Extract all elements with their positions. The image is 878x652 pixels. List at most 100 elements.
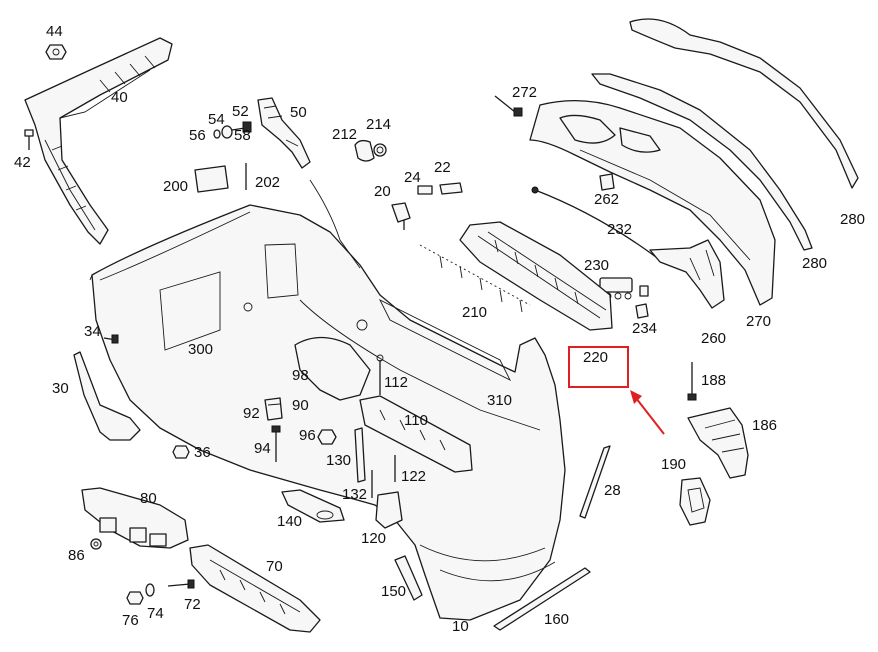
part-30-bracket[interactable] <box>73 351 141 441</box>
part-210-grille[interactable] <box>459 221 613 331</box>
part-36-screw[interactable] <box>172 445 190 459</box>
part-20-22-24-clips[interactable] <box>391 182 463 230</box>
part-130-bracket[interactable] <box>354 427 366 483</box>
callout-34[interactable]: 34 <box>84 323 101 340</box>
part-40-bracket[interactable] <box>24 37 173 245</box>
callout-130[interactable]: 130 <box>326 452 352 469</box>
callout-80[interactable]: 80 <box>140 490 157 507</box>
callout-200[interactable]: 200 <box>163 178 189 195</box>
callout-160[interactable]: 160 <box>544 611 570 628</box>
callout-140[interactable]: 140 <box>277 513 303 530</box>
callout-132[interactable]: 132 <box>342 486 368 503</box>
callout-58[interactable]: 58 <box>234 127 251 144</box>
part-220-line[interactable] <box>419 244 531 313</box>
callout-50[interactable]: 50 <box>290 104 307 121</box>
part-300-bumper-cover[interactable] <box>89 179 566 621</box>
callout-230[interactable]: 230 <box>584 257 610 274</box>
callout-56[interactable]: 56 <box>189 127 206 144</box>
callout-188[interactable]: 188 <box>701 372 727 389</box>
part-262-clip[interactable] <box>599 173 615 191</box>
part-270-diffuser[interactable] <box>529 100 776 306</box>
callout-202[interactable]: 202 <box>255 174 281 191</box>
callout-86[interactable]: 86 <box>68 547 85 564</box>
part-188-pin[interactable] <box>687 362 697 401</box>
part-96-nut[interactable] <box>317 429 337 445</box>
callout-220[interactable]: 220 <box>583 349 609 366</box>
callout-260[interactable]: 260 <box>701 330 727 347</box>
callout-96[interactable]: 96 <box>299 427 316 444</box>
callout-22[interactable]: 22 <box>434 159 451 176</box>
callout-24[interactable]: 24 <box>404 169 421 186</box>
part-90-92-bracket[interactable] <box>264 397 283 421</box>
highlight-arrow <box>630 390 665 435</box>
callout-94[interactable]: 94 <box>254 440 271 457</box>
callout-98[interactable]: 98 <box>292 367 309 384</box>
part-280-lower-trim[interactable] <box>591 73 813 251</box>
callout-300[interactable]: 300 <box>188 341 214 358</box>
part-190-cover[interactable] <box>679 477 711 526</box>
part-310-absorber[interactable] <box>294 336 371 401</box>
callout-272[interactable]: 272 <box>512 84 538 101</box>
callout-28[interactable]: 28 <box>604 482 621 499</box>
callout-120[interactable]: 120 <box>361 530 387 547</box>
callout-110[interactable]: 110 <box>404 412 428 429</box>
part-54-56-58-fasteners[interactable] <box>213 121 252 139</box>
callout-234[interactable]: 234 <box>632 320 658 337</box>
part-200-202-flap[interactable] <box>194 163 247 193</box>
callout-112[interactable]: 112 <box>384 374 408 391</box>
callout-10[interactable]: 10 <box>452 618 469 635</box>
part-120-132-bracket[interactable] <box>371 470 403 529</box>
part-50-bracket[interactable] <box>257 97 311 169</box>
part-230-sensor-bracket[interactable] <box>599 277 649 319</box>
callout-42[interactable]: 42 <box>14 154 31 171</box>
callout-186[interactable]: 186 <box>752 417 778 434</box>
part-34-screw[interactable] <box>103 334 119 344</box>
part-28-strip[interactable] <box>579 445 611 519</box>
part-110-reinforcement[interactable] <box>359 395 473 473</box>
callout-92[interactable]: 92 <box>243 405 260 422</box>
callout-270[interactable]: 270 <box>746 313 772 330</box>
part-280-upper-trim[interactable] <box>629 18 859 189</box>
callout-122[interactable]: 122 <box>401 468 427 485</box>
callout-74[interactable]: 74 <box>147 605 164 622</box>
callout-190[interactable]: 190 <box>661 456 687 473</box>
callout-72[interactable]: 72 <box>184 596 201 613</box>
callout-30[interactable]: 30 <box>52 380 69 397</box>
callout-262[interactable]: 262 <box>594 191 620 208</box>
callout-90[interactable]: 90 <box>292 397 309 414</box>
callout-44[interactable]: 44 <box>46 23 63 40</box>
callout-280-upper[interactable]: 280 <box>840 211 866 228</box>
part-260-bracket[interactable] <box>649 239 725 309</box>
callout-54[interactable]: 54 <box>208 111 225 128</box>
part-212-214-sensor[interactable] <box>354 139 387 162</box>
callout-70[interactable]: 70 <box>266 558 283 575</box>
part-140-bracket[interactable] <box>281 489 345 523</box>
callout-280-lower[interactable]: 280 <box>802 255 828 272</box>
callout-210[interactable]: 210 <box>462 304 488 321</box>
callout-310[interactable]: 310 <box>487 392 513 409</box>
part-44-nut[interactable] <box>45 44 67 60</box>
part-186-bracket[interactable] <box>687 407 749 479</box>
callout-150[interactable]: 150 <box>381 583 407 600</box>
highlight-box-220 <box>568 346 629 388</box>
callout-212[interactable]: 212 <box>332 126 358 143</box>
part-72-74-76-fasteners[interactable] <box>126 579 195 605</box>
part-272-pin[interactable] <box>494 95 523 117</box>
part-42-screw[interactable] <box>24 129 34 150</box>
callout-214[interactable]: 214 <box>366 116 392 133</box>
callout-76[interactable]: 76 <box>122 612 139 629</box>
part-80-bracket[interactable] <box>81 487 189 549</box>
part-70-bracket[interactable] <box>189 544 321 633</box>
callout-52[interactable]: 52 <box>232 103 249 120</box>
part-94-screw[interactable] <box>271 425 281 462</box>
part-150-trim[interactable] <box>394 555 423 601</box>
callout-20[interactable]: 20 <box>374 183 391 200</box>
part-232-rod[interactable] <box>531 186 661 261</box>
callout-232[interactable]: 232 <box>607 221 633 238</box>
part-86-washer[interactable] <box>90 538 102 550</box>
callout-40[interactable]: 40 <box>111 89 128 106</box>
part-160-strip[interactable] <box>493 567 591 631</box>
callout-36[interactable]: 36 <box>194 444 211 461</box>
